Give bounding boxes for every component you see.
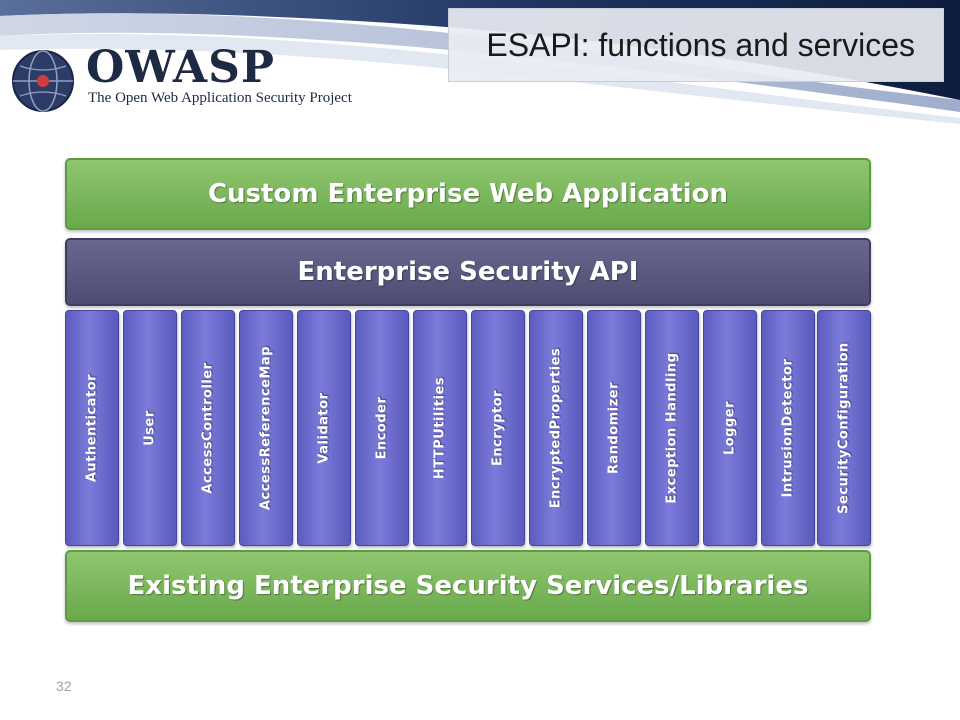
component-encrypted-properties: EncryptedProperties bbox=[529, 310, 583, 546]
existing-services-layer: Existing Enterprise Security Services/Li… bbox=[65, 550, 871, 622]
component-exception-handling: Exception Handling bbox=[645, 310, 699, 546]
component-logger: Logger bbox=[703, 310, 757, 546]
component-intrusion-detector: IntrusionDetector bbox=[761, 310, 815, 546]
esapi-architecture-diagram: Custom Enterprise Web Application Enterp… bbox=[65, 158, 871, 624]
component-label: Exception Handling bbox=[664, 352, 680, 504]
component-security-configuration: SecurityConfiguration bbox=[817, 310, 871, 546]
component-label: AccessReferenceMap bbox=[258, 345, 274, 511]
component-encoder: Encoder bbox=[355, 310, 409, 546]
component-label: AccessController bbox=[200, 362, 216, 494]
component-label: SecurityConfiguration bbox=[836, 342, 852, 514]
component-access-reference-map: AccessReferenceMap bbox=[239, 310, 293, 546]
custom-app-layer: Custom Enterprise Web Application bbox=[65, 158, 871, 230]
logo-tagline: The Open Web Application Security Projec… bbox=[88, 90, 352, 106]
globe-icon bbox=[12, 50, 74, 112]
component-randomizer: Randomizer bbox=[587, 310, 641, 546]
component-columns: Authenticator User AccessController Acce… bbox=[65, 310, 871, 546]
component-validator: Validator bbox=[297, 310, 351, 546]
component-label: User bbox=[142, 410, 158, 446]
component-encryptor: Encryptor bbox=[471, 310, 525, 546]
title-box: ESAPI: functions and services bbox=[448, 8, 944, 82]
component-http-utilities: HTTPUtilities bbox=[413, 310, 467, 546]
component-access-controller: AccessController bbox=[181, 310, 235, 546]
slide-title: ESAPI: functions and services bbox=[486, 27, 915, 63]
component-label: IntrusionDetector bbox=[780, 358, 796, 498]
component-label: Encoder bbox=[374, 396, 390, 460]
security-api-layer: Enterprise Security API bbox=[65, 238, 871, 306]
component-label: Logger bbox=[722, 400, 738, 456]
component-label: Encryptor bbox=[490, 389, 506, 467]
component-label: EncryptedProperties bbox=[548, 347, 564, 509]
component-label: Authenticator bbox=[84, 373, 100, 483]
component-user: User bbox=[123, 310, 177, 546]
component-authenticator: Authenticator bbox=[65, 310, 119, 546]
component-label: HTTPUtilities bbox=[432, 376, 448, 480]
page-number: 32 bbox=[56, 678, 72, 694]
owasp-logo: OWASP The Open Web Application Security … bbox=[8, 42, 378, 118]
logo-wordmark: OWASP bbox=[86, 42, 275, 93]
component-label: Randomizer bbox=[606, 381, 622, 475]
component-label: Validator bbox=[316, 392, 332, 464]
